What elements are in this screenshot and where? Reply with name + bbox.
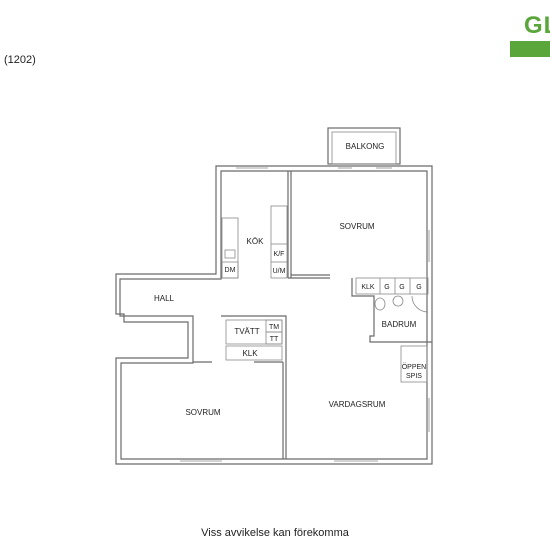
room-label-sovrum-lower: SOVRUM (185, 408, 220, 417)
fixture-label-klk: KLK (361, 284, 375, 291)
balcony-inner (331, 131, 397, 165)
dishwasher-box (221, 261, 239, 279)
room-label-sovrum-upper: SOVRUM (339, 222, 374, 231)
toilet (374, 297, 386, 311)
kitchen-counter-right (270, 205, 288, 279)
brand-logo-bar (510, 41, 550, 57)
stove-area (400, 345, 428, 383)
plan-id: (1202) (4, 54, 36, 66)
bath-fixtures-row (355, 277, 429, 295)
bathroom-wall (351, 278, 432, 343)
fixture-label-g1: G (384, 284, 389, 291)
fixture-label-um: U/M (273, 268, 286, 275)
laundry-wall (221, 315, 287, 362)
room-label-vardagsrum: VARDAGSRUM (329, 400, 386, 409)
fixture-label-tt: TT (270, 336, 279, 343)
fixture-label-tm: TM (269, 324, 279, 331)
fixture-label-oppen: ÖPPEN (402, 363, 427, 371)
room-label-hall: HALL (154, 294, 175, 303)
room-label-kok: KÖK (247, 237, 265, 246)
tt-box (265, 331, 283, 345)
room-label-klk: KLK (242, 349, 258, 358)
hall-closet (225, 345, 283, 361)
fixture-label-spis: SPIS (406, 373, 422, 380)
fixture-label-kf: K/F (274, 251, 285, 258)
room-label-tvatt: TVÄTT (234, 327, 259, 336)
washbasin (392, 295, 404, 307)
fixture-label-g3: G (416, 284, 421, 291)
brand-logo: GL (524, 12, 550, 39)
fixture-label-g2: G (399, 284, 404, 291)
room-label-badrum: BADRUM (382, 320, 417, 329)
sink (224, 249, 236, 259)
room-label-balkong: BALKONG (346, 142, 385, 151)
shower-arc (411, 295, 429, 313)
fixture-label-dm: DM (225, 267, 236, 274)
disclaimer-note: Viss avvikelse kan förekomma (201, 527, 349, 539)
outer-wall (115, 165, 433, 465)
outer-wall-inner (119, 170, 428, 460)
